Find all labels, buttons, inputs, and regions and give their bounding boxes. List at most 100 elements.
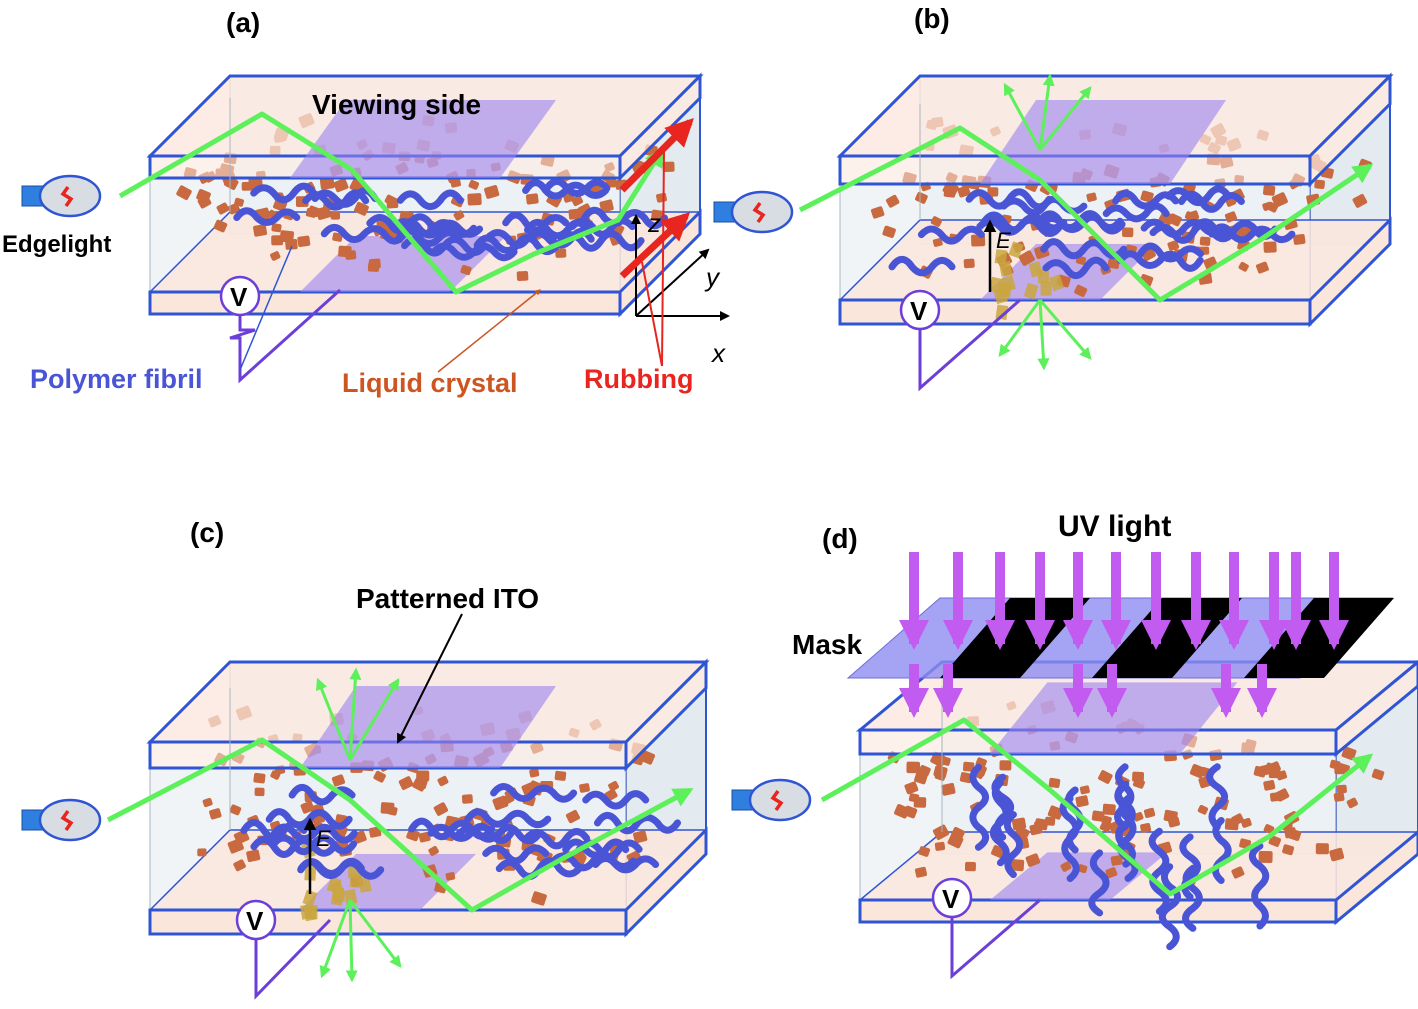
lc-particle [330,211,341,220]
polymer-fibril [1042,256,1110,280]
polymer-fibril [522,179,610,200]
axis-z-label: z [647,208,661,238]
lc-particle [1315,843,1329,855]
panel-c-label: (c) [190,517,224,548]
polymer-fibril [1114,763,1135,831]
lc-particle [1132,771,1145,782]
scattered-ray [348,677,400,761]
top-electrode [980,100,1226,184]
polymer-fibril [464,808,552,829]
axis-x-label: x [710,338,726,368]
edgelight [21,798,102,842]
lc-particle [1346,797,1358,809]
lc-particle [918,846,931,857]
circuit-wire [229,288,342,384]
lc-particle [467,193,482,206]
lc-particle-switched [1049,274,1065,292]
polymer-fibril [1114,782,1136,850]
lc-particle [224,176,239,190]
lc-particle [1122,227,1134,238]
lc-particle [1105,867,1118,879]
polymer-fibril [562,838,630,859]
panel-d-label: (d) [822,523,858,554]
axis-triad: x y z [631,208,730,368]
lc-particle [373,770,386,783]
mask-opaque-block [940,598,1090,678]
lc-particle [270,251,281,261]
lc-particle [1140,823,1152,833]
edgelight [713,190,794,234]
lc-particle-switched [1023,282,1039,300]
lc-particle [1314,179,1325,189]
lc-particle [418,831,431,843]
lc-particle [943,186,956,198]
viewing-side-label: Viewing side [312,89,481,120]
light-ray [106,737,694,913]
panel-b: EV [713,72,1394,392]
lc-particle [934,841,946,851]
lc-particle [904,781,919,795]
lc-particle-switched [998,260,1013,277]
lc-particle [209,808,222,820]
rubbing-arrows [619,118,694,367]
scattered-ray [319,899,352,979]
lc-particle [1329,759,1341,770]
lc-particle [216,202,230,215]
voltage-source: V [235,899,332,1000]
polymer-fibril [366,213,454,235]
light-path [820,717,1374,897]
lc-particle-switched [302,889,318,907]
circuit-wire [918,298,1021,392]
lc-particle [930,216,943,227]
patterned-ito-label: Patterned ITO [356,583,539,614]
lc-particle [1352,193,1368,208]
panel-a: V [21,72,704,384]
top-plate-side [624,658,708,772]
lc-particle [882,225,896,239]
liquid-crystal-label: Liquid crystal [342,368,518,398]
lc-particle [599,199,614,213]
polymer-fibrils [969,763,1270,951]
polymer-fibril [311,187,379,208]
lc-particle [1258,850,1273,863]
lc-particle [962,761,975,772]
lc-particle [1075,795,1089,808]
uv-light-label: UV light [1058,510,1171,543]
lc-particle [941,782,956,796]
lc-particle [571,195,584,207]
voltage-label: V [910,296,928,326]
lc-particle [254,787,265,797]
lc-particle [662,161,675,173]
polymer-fibril [582,790,650,810]
voltage-label: V [230,282,248,312]
axis-y-label: y [704,262,721,292]
lc-particle [957,185,971,198]
ito-leader [397,613,463,744]
lc-particle [1168,213,1182,227]
lc-particle [1187,210,1200,222]
light-path [118,111,665,295]
lc-particle [1262,201,1273,211]
scattered-ray [1037,299,1050,371]
lc-particle [307,205,321,218]
lc-particle [1167,816,1180,828]
lc-particle [368,258,381,269]
lc-particle [1238,261,1249,272]
lc-particle-switched [1008,241,1024,259]
panel-d: V [731,660,1418,980]
lc-particle [1102,803,1116,816]
lc-particle [332,232,343,242]
lc-particle [531,891,547,906]
edgelight [21,174,102,218]
voltage-circle [235,899,277,941]
polymer-fibril [1248,842,1270,930]
polymer-fibril [1149,221,1237,244]
lc-particle [1010,859,1025,872]
lc-particle [963,258,975,269]
bottom-plate-side [624,826,708,938]
lc-leader [437,289,541,373]
circuit-wire [254,918,332,1000]
light-path [798,73,1374,371]
top-plate-side [1334,660,1418,758]
polymer-fibril [502,211,570,234]
